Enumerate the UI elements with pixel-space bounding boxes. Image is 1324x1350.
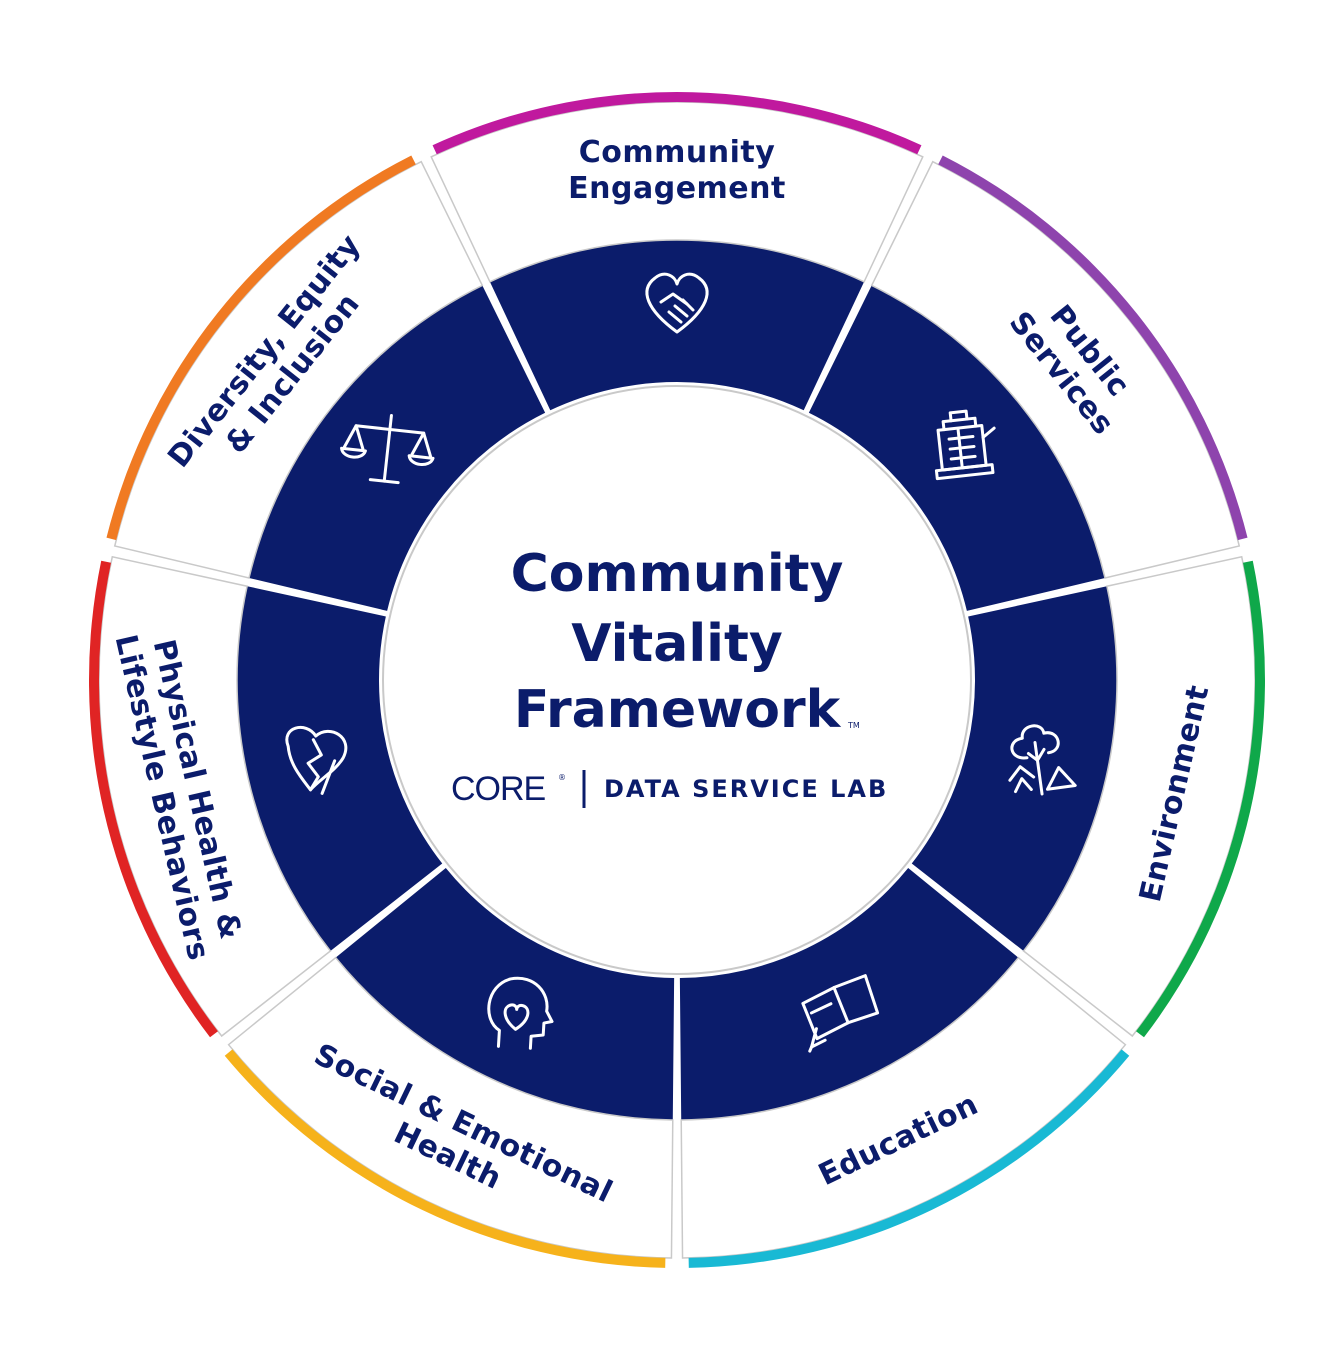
segment-outer-band — [227, 956, 674, 1259]
segment-inner-band — [237, 586, 443, 952]
segment-inner-band — [679, 868, 1019, 1120]
lab-name: DATA SERVICE LAB — [604, 775, 888, 803]
trademark-mark: TM — [847, 721, 860, 730]
books-icon — [801, 974, 880, 1053]
building-icon — [934, 409, 996, 481]
segment-physical-health-lifestyle-behaviors: Physical Health &Lifestyle Behaviors — [88, 555, 443, 1038]
head-heart-icon — [487, 976, 554, 1050]
center-circle — [382, 385, 972, 975]
heart-handshake-icon — [645, 272, 709, 334]
segment-inner-band — [335, 868, 675, 1120]
segment-outer-band — [98, 555, 332, 1038]
segment-inner-band — [489, 239, 865, 411]
segment-color-rim — [88, 560, 218, 1038]
scales-icon — [340, 414, 435, 485]
segment-education: Education — [679, 868, 1130, 1268]
segment-inner-band — [248, 285, 546, 611]
segment-outer-band — [113, 160, 484, 579]
broken-heart-icon — [285, 726, 348, 795]
segment-environment: Environment — [911, 555, 1265, 1038]
center-title-line-1: Community — [511, 544, 844, 604]
core-logo: CORE — [451, 770, 546, 808]
segment-color-rim — [432, 91, 922, 155]
wheel-segments: CommunityEngagementPublicServicesEnviron… — [88, 91, 1265, 1268]
center-title-line-3: Framework — [514, 680, 842, 740]
trees-icon — [1008, 724, 1077, 796]
segment-inner-band — [911, 586, 1117, 952]
core-logo-mark: ® — [558, 773, 566, 782]
center-title-line-2: Vitality — [571, 614, 783, 674]
segment-label-line: Engagement — [568, 171, 786, 206]
segment-outer-band — [870, 160, 1241, 579]
segment-outer-band — [430, 101, 924, 283]
segment-color-rim — [1136, 560, 1265, 1038]
center-hub: Community Vitality Framework TM CORE ® D… — [382, 385, 972, 975]
segment-label-line: Community — [579, 135, 776, 170]
segment-outer-band — [1022, 555, 1256, 1038]
segment-outer-band — [680, 956, 1127, 1259]
